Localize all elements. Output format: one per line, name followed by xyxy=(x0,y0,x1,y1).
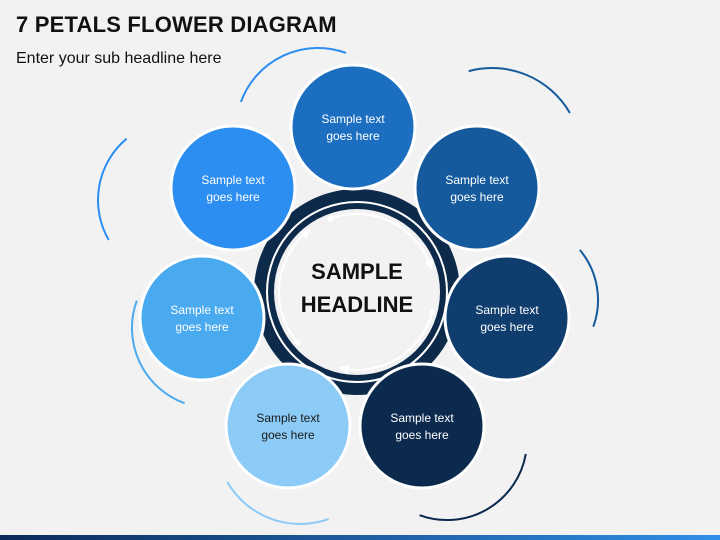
petal-4: Sample text goes here xyxy=(358,362,486,490)
petal-text-line1: Sample text xyxy=(445,173,509,187)
center-headline-line2: HEADLINE xyxy=(301,292,413,317)
petal-text-line1: Sample text xyxy=(321,112,385,126)
petal-3: Sample text goes here xyxy=(443,254,571,382)
cycle-arrow xyxy=(278,228,311,343)
petal-text-line2: goes here xyxy=(395,428,449,442)
petal-text-line1: Sample text xyxy=(256,411,320,425)
petal-text-line1: Sample text xyxy=(170,303,234,317)
petal-2: Sample text goes here xyxy=(413,124,541,252)
petal-5: Sample text goes here xyxy=(224,362,352,490)
cycle-arrow xyxy=(329,213,434,270)
petal-outline-arc xyxy=(226,481,330,525)
page-title: 7 PETALS FLOWER DIAGRAM xyxy=(16,12,337,37)
petal-6: Sample text goes here xyxy=(138,254,266,382)
petal-circle xyxy=(443,254,571,382)
petal-7: Sample text goes here xyxy=(169,124,297,252)
footer-accent-bar xyxy=(0,535,720,540)
petal-text-line2: goes here xyxy=(175,320,229,334)
petal-text-line2: goes here xyxy=(261,428,315,442)
petal-text-line1: Sample text xyxy=(475,303,539,317)
petal-circle xyxy=(358,362,486,490)
cycle-arrow-dot xyxy=(327,215,334,222)
petal-circle xyxy=(169,124,297,252)
page-subtitle: Enter your sub headline here xyxy=(16,50,222,67)
petal-circle xyxy=(138,254,266,382)
petal-circle xyxy=(224,362,352,490)
petal-1: Sample text goes here xyxy=(289,63,417,191)
petal-text-line1: Sample text xyxy=(390,411,454,425)
petal-outline-arcs xyxy=(97,46,600,525)
petal-outline-arc xyxy=(419,453,527,522)
petal-outline-arc xyxy=(468,67,571,114)
petal-circle xyxy=(413,124,541,252)
petal-text-line1: Sample text xyxy=(201,173,265,187)
petal-text-line2: goes here xyxy=(450,190,504,204)
petal-outline-arc xyxy=(579,249,600,328)
cycle-arrow-dot xyxy=(429,309,436,316)
cycle-arrow-dot xyxy=(294,339,301,346)
center-headline-line1: SAMPLE xyxy=(311,259,403,284)
petal-text-line2: goes here xyxy=(480,320,534,334)
ring-arrows xyxy=(278,213,436,375)
petal-text-line2: goes here xyxy=(206,190,260,204)
petal-circle xyxy=(289,63,417,191)
center-hub: SAMPLE HEADLINE xyxy=(254,189,460,395)
petal-outline-arc xyxy=(130,300,185,405)
petal-outline-arc xyxy=(97,137,128,241)
petal-outline-arc xyxy=(239,46,347,103)
center-disc xyxy=(274,209,440,375)
center-inner-ring-line xyxy=(266,201,448,383)
cycle-arrow xyxy=(338,311,434,375)
petal-text-line2: goes here xyxy=(326,129,380,143)
